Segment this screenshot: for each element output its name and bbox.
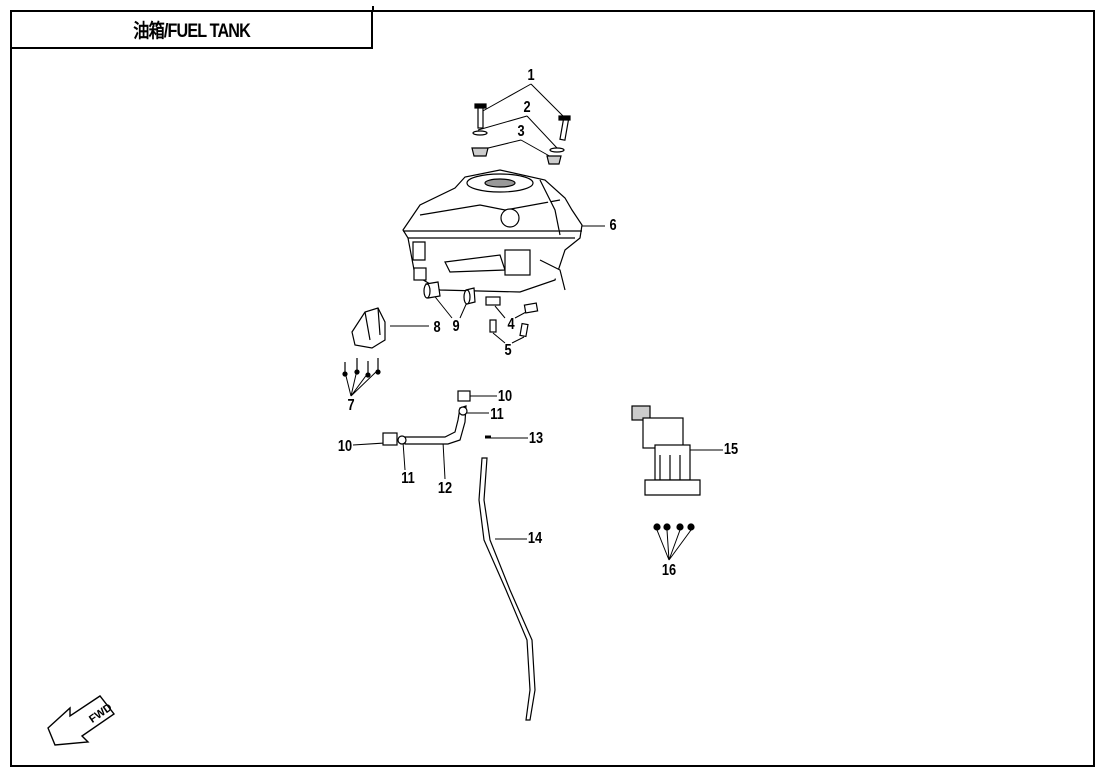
callout-14: 14	[527, 530, 543, 547]
callout-16: 16	[661, 562, 677, 579]
callout-8: 8	[433, 319, 441, 336]
callout-2: 2	[523, 99, 531, 116]
callout-11-upper: 11	[490, 406, 504, 423]
callout-10-lower: 10	[337, 438, 353, 455]
fuel-tank-icon	[402, 169, 583, 293]
collars-4-5	[485, 296, 539, 338]
breather-hose-14	[478, 457, 536, 721]
callout-1: 1	[527, 67, 535, 84]
rubber-cushions-9	[413, 267, 476, 305]
bracket-8	[342, 307, 386, 378]
callout-6: 6	[609, 217, 617, 234]
fuel-pump-15	[631, 405, 701, 496]
forward-arrow-icon	[47, 695, 116, 746]
page-title: 油箱/FUEL TANK	[10, 10, 373, 49]
title-divider	[372, 6, 374, 12]
callout-13: 13	[528, 430, 544, 447]
bolts-1	[471, 103, 571, 165]
diagram-frame	[10, 10, 1095, 767]
callout-4: 4	[507, 316, 515, 333]
callout-7: 7	[347, 397, 355, 414]
callout-11-lower: 11	[401, 470, 415, 487]
callout-9: 9	[452, 318, 460, 335]
screws-16	[653, 523, 695, 531]
title-text: 油箱/FUEL TANK	[133, 21, 250, 42]
callout-5: 5	[504, 342, 512, 359]
callout-10-upper: 10	[497, 388, 513, 405]
callout-3: 3	[517, 123, 525, 140]
callout-12: 12	[437, 480, 453, 497]
callout-15: 15	[723, 441, 739, 458]
fuel-hose-12	[382, 390, 491, 446]
